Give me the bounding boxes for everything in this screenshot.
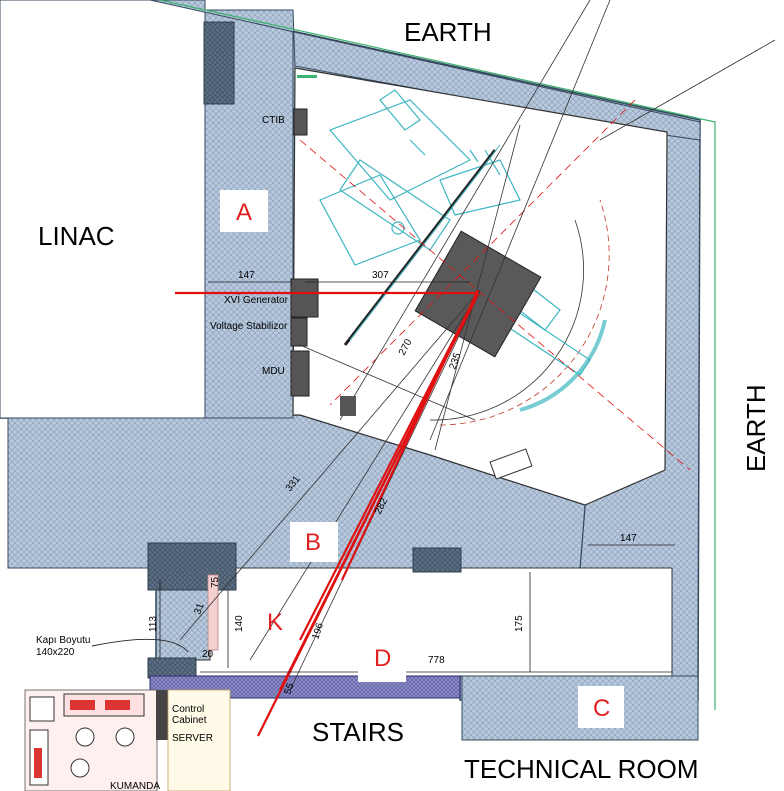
dim-75: 75 <box>210 576 221 588</box>
ctib-top-mark <box>297 75 317 78</box>
dim-778: 778 <box>428 655 445 666</box>
dim-307: 307 <box>372 270 389 281</box>
stairs-opening <box>358 676 406 682</box>
dark-block-maze-left <box>147 542 237 591</box>
door-size-label-2: 140x220 <box>36 647 75 658</box>
room-cabinet-right <box>489 448 533 480</box>
earth-top-label: EARTH <box>404 17 492 47</box>
shielding-wall-top <box>149 0 701 141</box>
dim-196: 196 <box>310 621 326 641</box>
dark-block-top <box>203 21 235 105</box>
linac-area <box>0 0 206 419</box>
earth-right-label: EARTH <box>741 384 771 472</box>
dim-55: 55 <box>282 681 296 696</box>
gantry-arc-outer <box>439 199 610 426</box>
door-frame <box>207 574 219 651</box>
dim-175: 175 <box>514 615 525 632</box>
zone-c-box <box>578 686 624 728</box>
technical-room-label: TECHNICAL ROOM <box>464 754 699 784</box>
server-label: SERVER <box>172 733 213 744</box>
xvi-generator-box <box>290 278 319 318</box>
zone-d-label: D <box>374 645 391 672</box>
ctib-label: CTIB <box>262 115 285 126</box>
zone-b-label: B <box>305 529 321 556</box>
dim-113: 113 <box>148 616 159 632</box>
dim-31: 31 <box>192 601 206 616</box>
zone-k-label: K <box>267 609 283 636</box>
zone-c-label: C <box>593 695 610 722</box>
stairs-label: STAIRS <box>312 717 404 747</box>
radiation-rays <box>175 289 479 737</box>
voltage-stabilizer-box <box>290 317 308 347</box>
door-arrow <box>91 638 189 653</box>
xvi-generator-label: XVİ Generator <box>224 293 289 306</box>
control-cabinet-label-2: Cabinet <box>172 715 207 726</box>
zone-a-box <box>220 190 268 232</box>
zone-a-label: A <box>236 199 252 226</box>
dim-147-left: 147 <box>238 270 255 281</box>
voltage-stabilizer-label: Voltage Stabilizor <box>210 321 288 332</box>
dim-140: 140 <box>234 615 245 632</box>
beam-axis-line-inner <box>349 144 501 341</box>
dark-block-maze-right <box>412 547 462 573</box>
mdu-box <box>290 350 310 397</box>
control-room <box>24 689 231 791</box>
dim-147-right: 147 <box>620 533 637 544</box>
construction-lines <box>179 0 776 691</box>
kumanda-label: KUMANDA <box>110 781 160 791</box>
couch-arc <box>519 319 607 412</box>
red-dash-reference <box>299 139 691 471</box>
red-dash-reference-2 <box>329 99 636 406</box>
linac-label: LINAC <box>38 221 115 251</box>
beam-axis-line <box>343 149 497 346</box>
room-cabinet-left <box>340 396 356 416</box>
dimension-lines <box>159 281 675 673</box>
zone-d-box <box>358 640 406 676</box>
ctib-box <box>293 108 308 136</box>
earth-boundary-line <box>159 0 716 710</box>
door-size-label-1: Kapı Boyutu <box>36 635 90 646</box>
mdu-label: MDU <box>262 366 285 377</box>
control-cabinet-label-1: Control <box>172 704 204 715</box>
dim-20: 20 <box>202 649 214 660</box>
zone-b-box <box>290 522 338 562</box>
dark-block-door <box>147 657 197 679</box>
